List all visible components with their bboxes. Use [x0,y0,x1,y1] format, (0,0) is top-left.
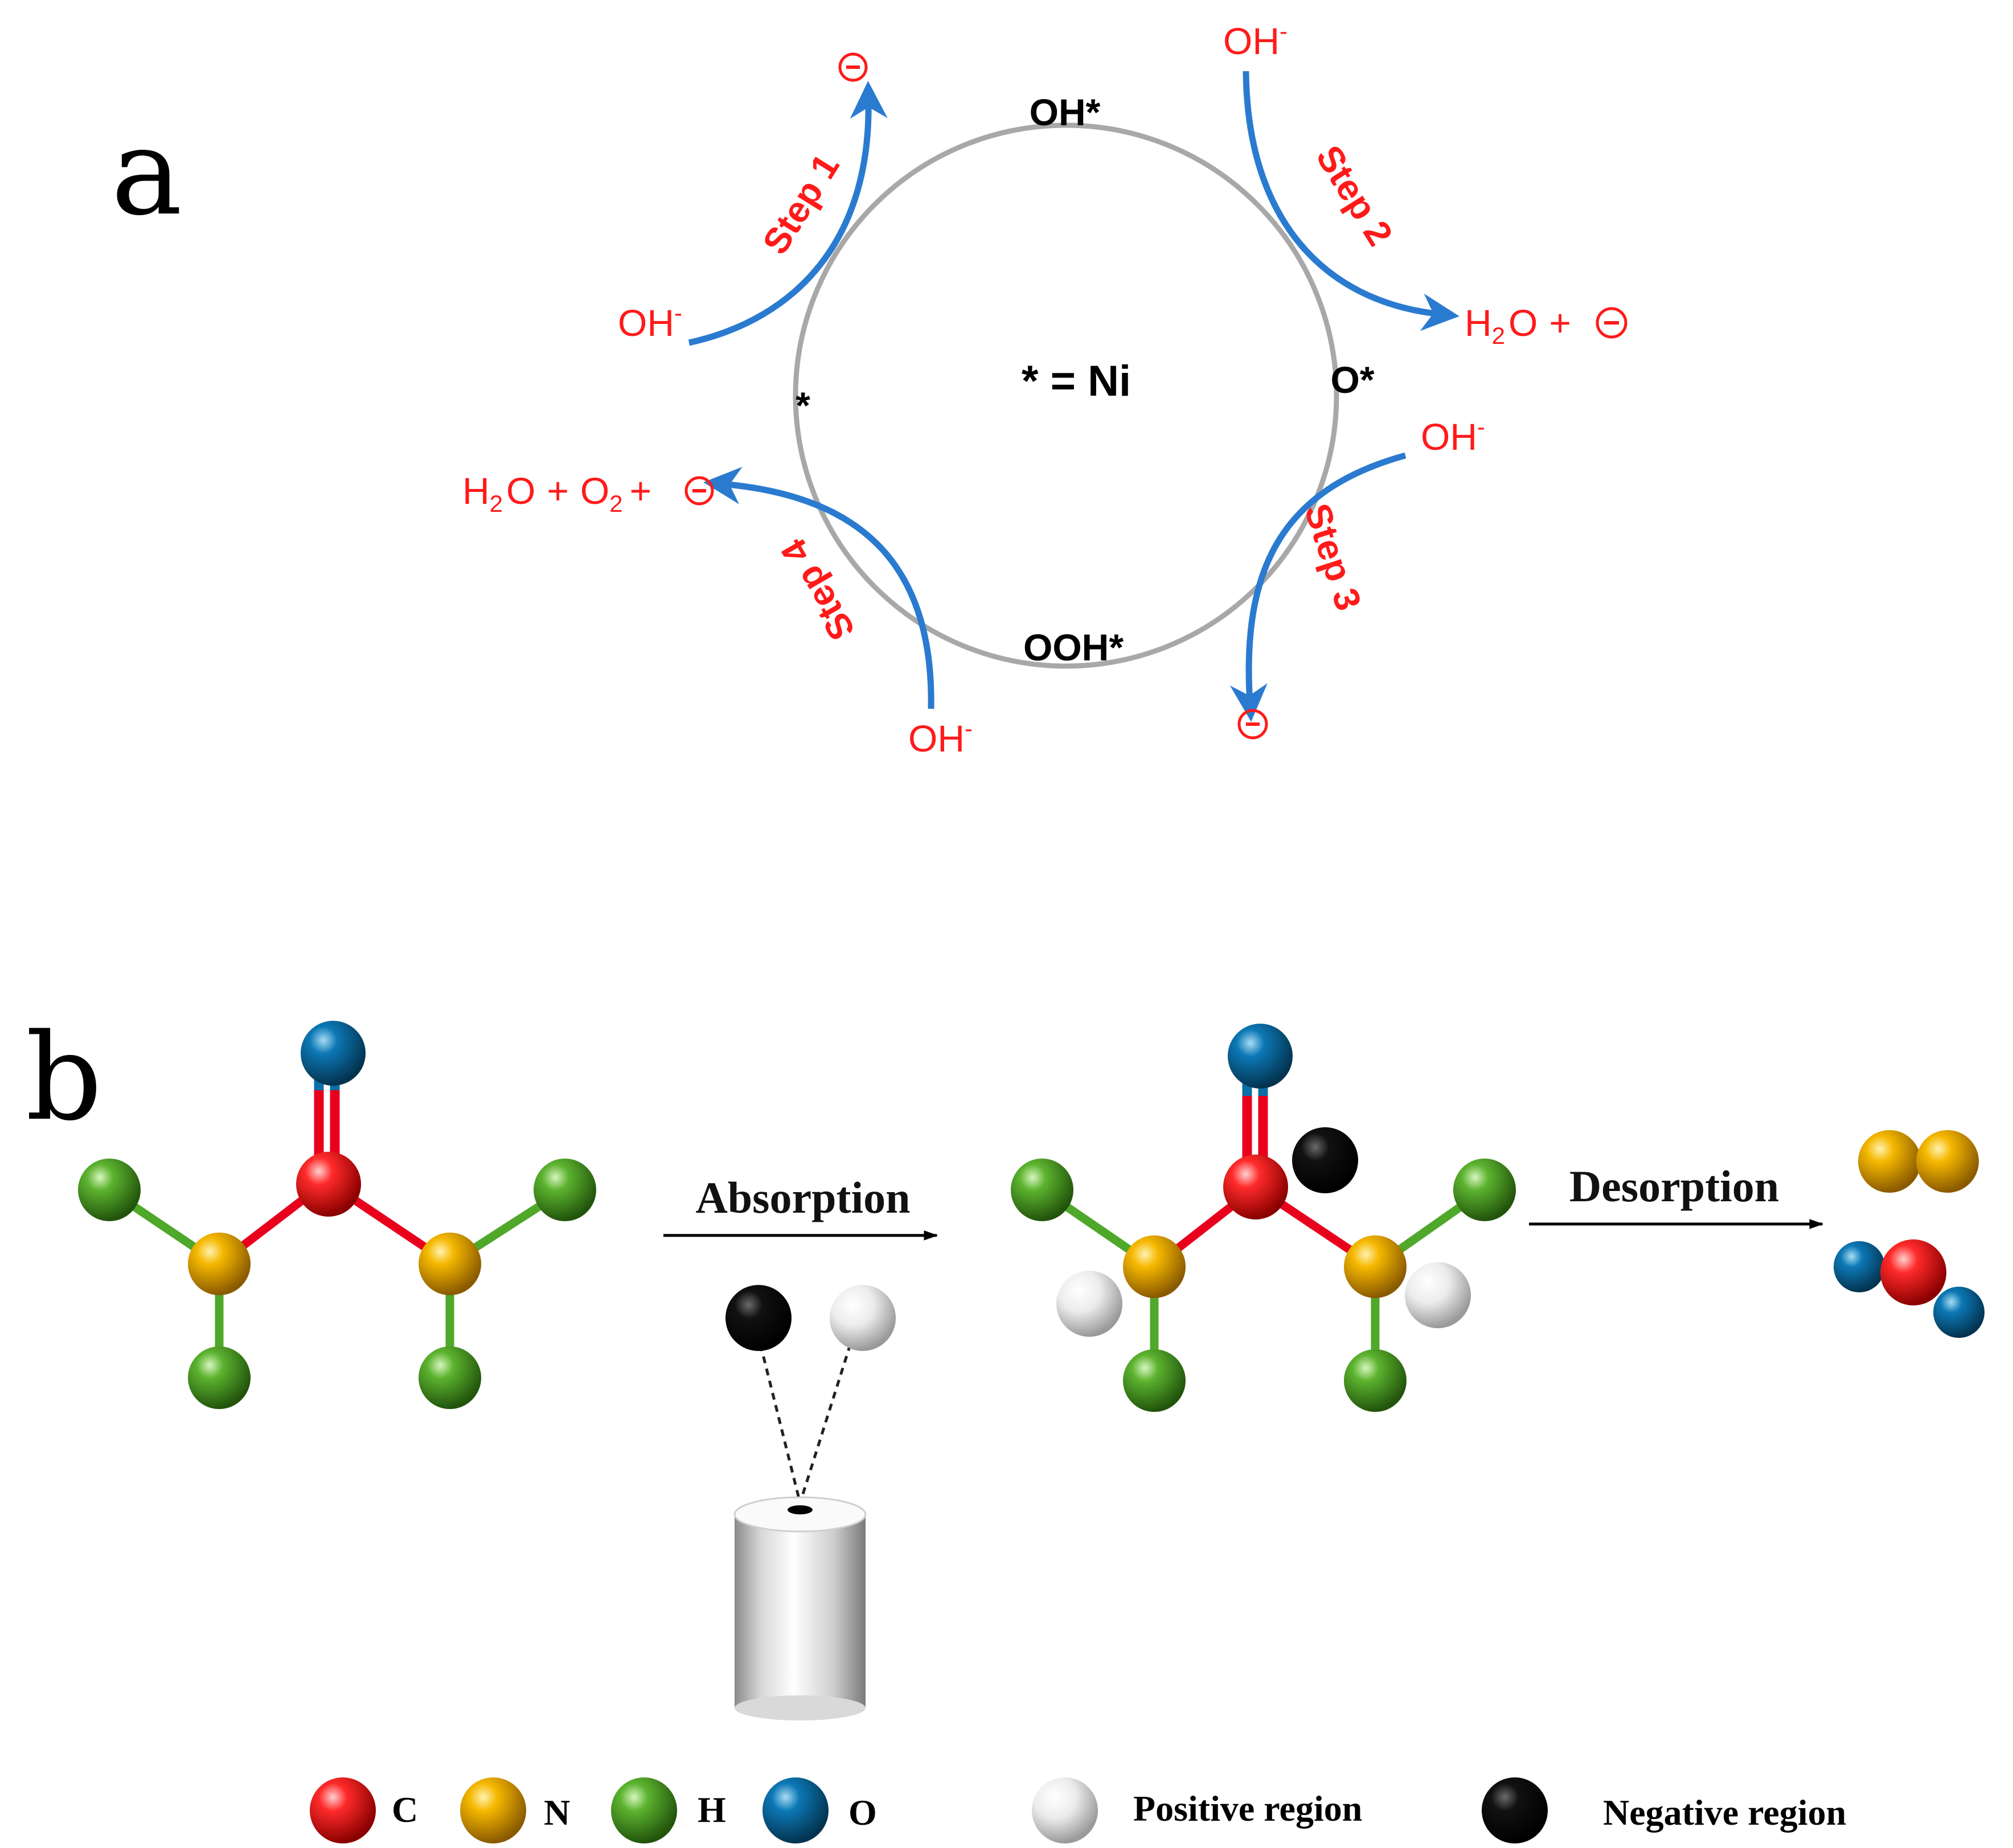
legend-h-label: H [698,1789,726,1830]
step-2-reactant: OH- [1223,18,1288,62]
product-co2 [1834,1239,1985,1338]
step-4-reactant: OH- [908,715,973,759]
legend-positive-label: Positive region [1133,1788,1362,1829]
step-3-arrow [1229,452,1407,722]
legend: C N H O Positive region Negative region [310,1777,1846,1843]
step-4-group: OH- Step 4 H2O+O2+ [462,466,973,759]
step-3-electron-icon [1237,709,1268,740]
step-1-electron-icon [838,52,868,82]
legend-negative-swatch [1482,1777,1548,1843]
step-4-arrow [703,466,934,709]
step-3-label: Step 3 [1297,499,1370,615]
probe-cylinder [735,1514,866,1708]
step-4-label: Step 4 [773,532,863,647]
step-2-product: H2O+ [1465,302,1571,349]
positive-charge-ball [830,1285,896,1351]
step-1-arrow [688,81,888,346]
legend-negative-label: Negative region [1603,1792,1846,1833]
legend-o-label: O [848,1792,877,1833]
legend-c-swatch [310,1777,376,1843]
step-2-label: Step 2 [1308,138,1401,253]
legend-o-swatch [762,1777,829,1843]
step-2-electron-icon [1596,307,1627,339]
step-4-product: H2O+O2+ [462,470,651,517]
legend-n-label: N [544,1792,570,1833]
legend-n-swatch [460,1777,526,1843]
urea-molecule-before [78,1021,596,1409]
step-3-reactant: OH- [1421,413,1485,458]
product-n2 [1858,1130,1979,1193]
desorption-label: Desorption [1569,1161,1779,1211]
absorption-label: Absorption [695,1173,910,1222]
legend-h-swatch [611,1777,677,1843]
adsorbed-negative-region [1292,1127,1358,1193]
negative-charge-ball [725,1285,792,1351]
panel-a-label: a [111,102,182,242]
urea-molecule-absorbed [1011,1024,1516,1412]
step-2-group: OH- Step 2 H2O+ [1223,18,1627,349]
panel-b-label: b [26,1008,102,1147]
species-o-ads: O* [1330,359,1374,401]
step-2-arrow [1243,71,1459,331]
species-oh-ads: OH* [1030,91,1101,133]
species-ooh-ads: OOH* [1023,626,1124,668]
legend-c-label: C [392,1789,418,1830]
step-4-electron-icon [684,476,714,506]
step-1-group: OH- Step 1 [618,52,888,346]
adsorbed-positive-region-left [1056,1271,1122,1337]
step-3-group: OH- Step 3 [1229,413,1485,740]
species-bare-site: * [796,384,810,426]
legend-positive-swatch [1032,1777,1098,1843]
step-1-reactant: OH- [618,299,682,344]
center-label: * = Ni [1022,357,1131,405]
catalytic-cycle-ring [793,122,1339,669]
probe-source [725,1285,896,1720]
adsorbed-positive-region-right [1405,1262,1471,1328]
